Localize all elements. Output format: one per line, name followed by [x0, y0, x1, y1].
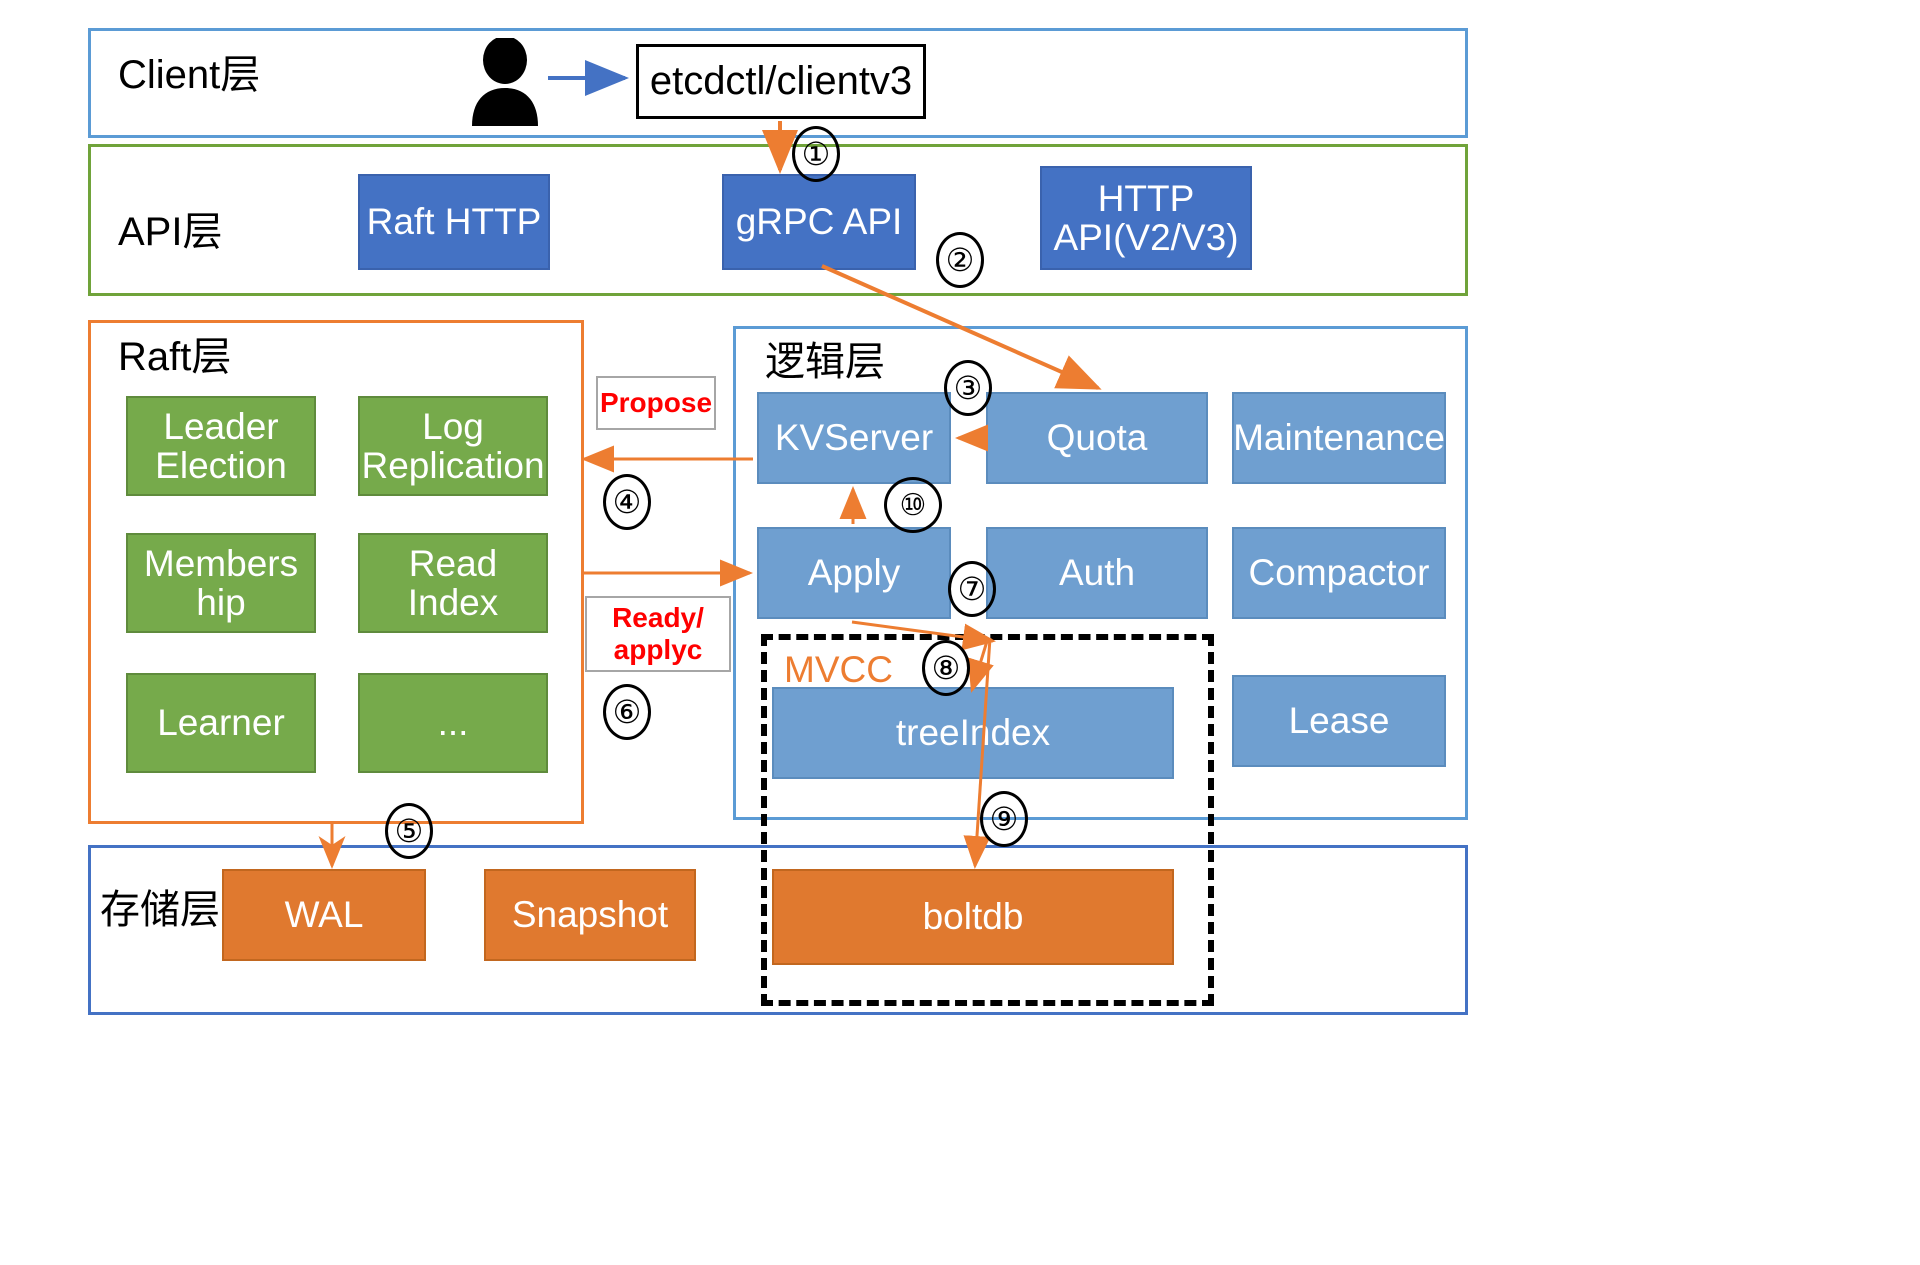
node-read-index-line1: Read — [408, 542, 498, 584]
node-apply[interactable]: Apply — [757, 527, 951, 619]
node-grpc-api[interactable]: gRPC API — [722, 174, 916, 270]
node-auth[interactable]: Auth — [986, 527, 1208, 619]
node-membership[interactable]: Members hip — [126, 533, 316, 633]
raft-layer-title: Raft层 — [118, 335, 232, 379]
propose-label-box: Propose — [596, 376, 716, 430]
node-raft-more[interactable]: ... — [358, 673, 548, 773]
step-circle-1: ① — [792, 126, 840, 182]
ready-apply-line1: Ready/ — [612, 601, 704, 633]
node-maintenance[interactable]: Maintenance — [1232, 392, 1446, 484]
node-read-index-line2: Index — [407, 582, 499, 623]
node-leader-election[interactable]: Leader Election — [126, 396, 316, 496]
node-membership-line1: Members — [143, 542, 299, 584]
node-wal[interactable]: WAL — [222, 869, 426, 961]
raft-layer-frame — [88, 320, 584, 824]
node-learner[interactable]: Learner — [126, 673, 316, 773]
node-log-replication-line1: Log — [422, 405, 484, 447]
api-layer-title: API层 — [118, 210, 223, 254]
step-circle-3: ③ — [944, 360, 992, 416]
storage-layer-title: 存储层 — [100, 888, 220, 932]
step-circle-7: ⑦ — [948, 561, 996, 617]
step-circle-10: ⑩ — [884, 477, 942, 533]
step-circle-8: ⑧ — [922, 640, 970, 696]
step-circle-5: ⑤ — [385, 803, 433, 859]
node-http-api-line1: HTTP — [1097, 177, 1195, 219]
step-circle-6: ⑥ — [603, 684, 651, 740]
propose-label: Propose — [599, 386, 713, 418]
mvcc-label: MVCC — [784, 649, 893, 690]
node-treeindex[interactable]: treeIndex — [772, 687, 1174, 779]
node-raft-http[interactable]: Raft HTTP — [358, 174, 550, 270]
step-circle-4: ④ — [603, 474, 651, 530]
node-http-api-line2: API(V2/V3) — [1053, 217, 1239, 258]
node-kvserver[interactable]: KVServer — [757, 392, 951, 484]
node-lease[interactable]: Lease — [1232, 675, 1446, 767]
node-read-index[interactable]: Read Index — [358, 533, 548, 633]
node-compactor[interactable]: Compactor — [1232, 527, 1446, 619]
step-circle-9: ⑨ — [980, 791, 1028, 847]
step-circle-2: ② — [936, 232, 984, 288]
storage-layer-frame — [88, 845, 1468, 1015]
node-leader-election-line1: Leader — [163, 405, 279, 447]
ready-apply-label-box: Ready/ applyc — [585, 596, 731, 672]
node-membership-line2: hip — [196, 582, 246, 623]
node-boltdb[interactable]: boltdb — [772, 869, 1174, 965]
node-snapshot[interactable]: Snapshot — [484, 869, 696, 961]
node-http-api[interactable]: HTTP API(V2/V3) — [1040, 166, 1252, 270]
node-log-replication[interactable]: Log Replication — [358, 396, 548, 496]
node-quota[interactable]: Quota — [986, 392, 1208, 484]
person-icon — [462, 36, 548, 133]
logic-layer-title: 逻辑层 — [765, 340, 885, 384]
node-log-replication-line2: Replication — [361, 445, 545, 486]
node-leader-election-line2: Election — [155, 445, 287, 486]
client-layer-title: Client层 — [118, 53, 261, 97]
etcdctl-client-box[interactable]: etcdctl/clientv3 — [636, 44, 926, 119]
ready-apply-line2: applyc — [613, 634, 703, 665]
